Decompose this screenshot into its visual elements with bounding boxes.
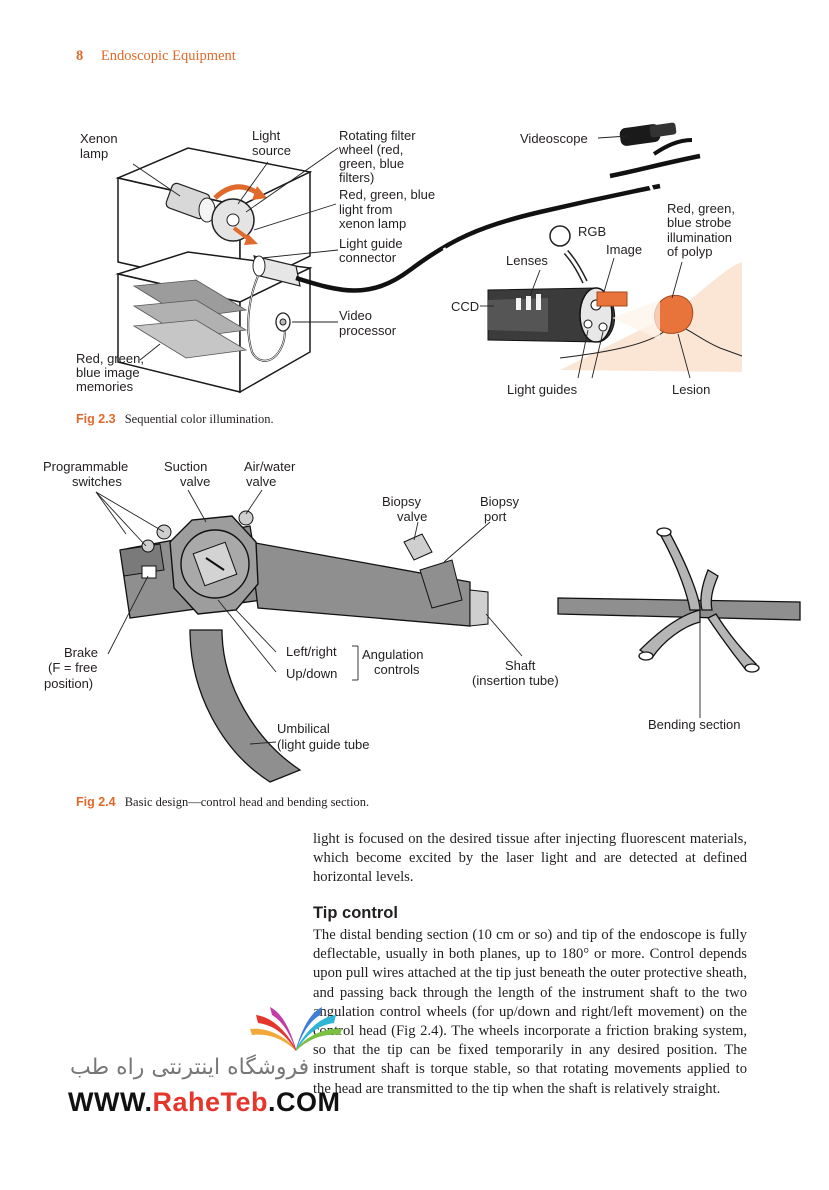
- svg-text:valve: valve: [397, 509, 427, 524]
- watermark-persian-text: فروشگاه اینترنتی راه طب: [70, 1055, 310, 1080]
- svg-text:valve: valve: [246, 474, 276, 489]
- svg-text:lamp: lamp: [80, 146, 108, 161]
- svg-text:Light guides: Light guides: [507, 382, 578, 397]
- svg-text:blue strobe: blue strobe: [667, 215, 731, 230]
- svg-text:Red, green,: Red, green,: [76, 351, 144, 366]
- section-heading: Tip control: [313, 904, 398, 922]
- xenon-lamp: [165, 182, 216, 223]
- caption-text: Basic design—control head and bending se…: [124, 795, 370, 809]
- svg-text:Video: Video: [339, 308, 372, 323]
- figure-2-3-caption: Fig 2.3 Sequential color illumination.: [76, 412, 274, 427]
- svg-text:blue image: blue image: [76, 365, 140, 380]
- svg-text:of polyp: of polyp: [667, 244, 713, 259]
- light-guide-connector: [247, 255, 301, 362]
- svg-text:Up/down: Up/down: [286, 666, 337, 681]
- figure-number: Fig 2.4: [76, 795, 116, 809]
- svg-text:Bending section: Bending section: [648, 717, 741, 732]
- svg-text:Left/right: Left/right: [286, 644, 337, 659]
- svg-text:CCD: CCD: [451, 299, 479, 314]
- svg-text:Brake: Brake: [64, 645, 98, 660]
- svg-text:Red, green, blue: Red, green, blue: [339, 187, 435, 202]
- svg-text:Xenon: Xenon: [80, 131, 118, 146]
- watermark-url-prefix: WWW.: [68, 1087, 153, 1117]
- svg-text:filters): filters): [339, 170, 374, 185]
- figure-number: Fig 2.3: [76, 412, 116, 426]
- svg-text:position): position): [44, 676, 93, 691]
- memory-plates: [132, 279, 248, 359]
- figure-2-4: Programmable switches Suction valve Air/…: [43, 459, 801, 783]
- leader-lines: [132, 135, 691, 379]
- svg-text:(light guide tube: (light guide tube: [277, 737, 370, 752]
- svg-text:Light guide: Light guide: [339, 236, 403, 251]
- svg-text:RGB: RGB: [578, 224, 606, 239]
- svg-text:switches: switches: [72, 474, 122, 489]
- svg-text:Red, green,: Red, green,: [667, 201, 735, 216]
- body-paragraph-1: light is focused on the desired tissue a…: [313, 831, 747, 886]
- filter-wheel: [211, 184, 267, 245]
- videoscope-cable: [295, 183, 661, 293]
- svg-text:Shaft: Shaft: [505, 658, 536, 673]
- svg-text:valve: valve: [180, 474, 210, 489]
- angulation-wheels: [169, 515, 259, 615]
- cable-breaks: [442, 179, 656, 263]
- svg-text:Lenses: Lenses: [506, 253, 548, 268]
- running-title: Endoscopic Equipment: [100, 48, 236, 64]
- page-number: 8: [76, 48, 84, 64]
- figure-2-3: Xenon lamp Light source Rotating filter …: [76, 122, 743, 397]
- body-paragraph-2: The distal bending section (10 cm or so)…: [313, 927, 747, 1097]
- svg-text:Image: Image: [606, 242, 642, 257]
- book-logo-icon: [250, 1007, 342, 1051]
- bending-section: [638, 527, 760, 673]
- rgb-indicator: [549, 225, 588, 284]
- watermark-url-brand: RaheTeb: [152, 1087, 268, 1117]
- svg-text:source: source: [252, 143, 291, 158]
- svg-text:Umbilical: Umbilical: [277, 721, 330, 736]
- svg-text:Air/water: Air/water: [244, 459, 296, 474]
- svg-text:connector: connector: [339, 250, 397, 265]
- svg-text:processor: processor: [339, 323, 397, 338]
- endoscope-tip: [487, 287, 660, 343]
- watermark-url: WWW.RaheTeb.COM: [68, 1087, 341, 1118]
- fig-2-4-labels: Programmable switches Suction valve Air/…: [43, 459, 741, 752]
- svg-text:Programmable: Programmable: [43, 459, 128, 474]
- svg-text:controls: controls: [374, 662, 420, 677]
- watermark-url-suffix: .COM: [268, 1087, 341, 1117]
- videoscope-cable-lower: [609, 153, 701, 179]
- svg-text:illumination: illumination: [667, 230, 732, 245]
- svg-text:light from: light from: [339, 202, 392, 217]
- watermark: فروشگاه اینترنتی راه طب WWW.RaheTeb.COM: [68, 1005, 348, 1120]
- svg-text:Lesion: Lesion: [672, 382, 710, 397]
- svg-text:Suction: Suction: [164, 459, 207, 474]
- svg-text:Angulation: Angulation: [362, 647, 423, 662]
- caption-text: Sequential color illumination.: [124, 412, 274, 426]
- shaft: [557, 597, 801, 621]
- fig-2-4-leaders: [95, 489, 701, 745]
- fig-2-3-labels: Xenon lamp Light source Rotating filter …: [76, 128, 735, 397]
- svg-text:green, blue: green, blue: [339, 156, 404, 171]
- svg-text:Biopsy: Biopsy: [382, 494, 422, 509]
- umbilical-cable: [189, 629, 302, 783]
- svg-text:memories: memories: [76, 379, 134, 394]
- svg-text:Videoscope: Videoscope: [520, 131, 588, 146]
- svg-text:Light: Light: [252, 128, 281, 143]
- svg-text:wheel (red,: wheel (red,: [338, 142, 403, 157]
- videoscope-head: [619, 122, 693, 156]
- figure-2-4-caption: Fig 2.4 Basic design—control head and be…: [76, 795, 369, 810]
- svg-text:(insertion tube): (insertion tube): [472, 673, 559, 688]
- running-head: 8 Endoscopic Equipment: [76, 48, 236, 65]
- svg-text:Rotating filter: Rotating filter: [339, 128, 416, 143]
- tissue: [559, 262, 743, 372]
- svg-text:(F = free: (F = free: [48, 660, 98, 675]
- svg-text:xenon lamp: xenon lamp: [339, 216, 406, 231]
- svg-text:Biopsy: Biopsy: [480, 494, 520, 509]
- svg-text:port: port: [484, 509, 507, 524]
